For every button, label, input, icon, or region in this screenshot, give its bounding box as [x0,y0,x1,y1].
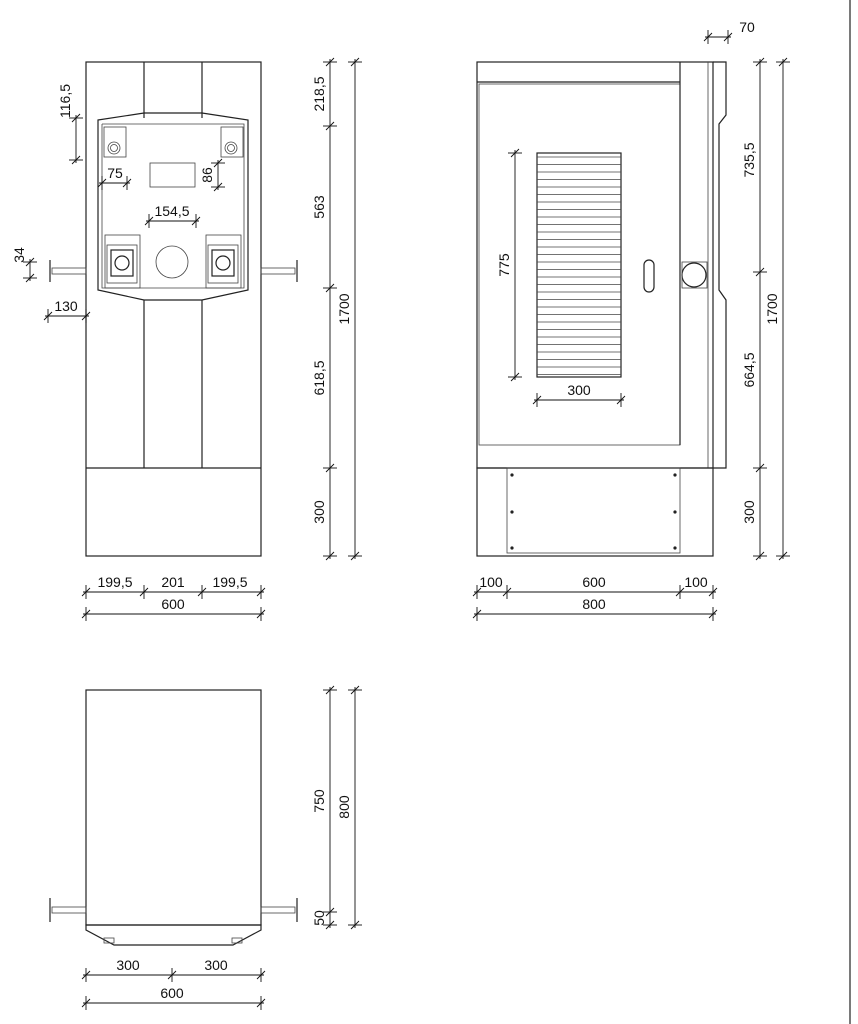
dimension-label: 1700 [336,293,352,324]
dimension-label: 563 [311,195,327,219]
front-view [49,61,298,557]
dimension-label: 300 [741,500,757,524]
dimension-label: 750 [311,789,327,813]
ventilation-grille [536,152,622,378]
dimension-label: 130 [54,298,78,314]
dimension-label: 300 [204,957,228,973]
indicator-light-icon [107,141,121,155]
cable-holder-right [260,267,296,275]
dimension-label: 300 [116,957,140,973]
dimension-label: 800 [336,795,352,819]
dimension-label: 70 [739,19,755,35]
door-handle [643,259,655,293]
dimension-label: 154,5 [154,203,189,219]
dimension-label: 86 [199,167,215,183]
indicator-light-icon [224,141,238,155]
dimension-label: 664,5 [741,352,757,387]
dimension-label: 199,5 [212,574,247,590]
top-view [49,689,298,946]
dimension-label: 600 [582,574,606,590]
dimension-label: 100 [479,574,503,590]
charging-socket-icon [211,249,235,277]
side-view [476,61,727,557]
dimension-label: 300 [567,382,591,398]
dimension-label: 775 [496,253,512,277]
dimension-label: 218,5 [311,76,327,111]
dimension-label: 50 [311,910,327,926]
dimension-label: 300 [311,500,327,524]
emergency-button-icon [155,245,189,279]
dimension-label: 1700 [764,293,780,324]
top-panel-profile [85,924,262,946]
top-cabinet-outline [85,689,262,926]
dimensions: 218,5 563 618,5 300 1700 199,5 201 199,5 600 116,… [11,19,790,1010]
dimension-label: 800 [582,596,606,612]
dimension-label: 618,5 [311,360,327,395]
dimension-label: 75 [107,165,123,181]
cable-holder-left [51,267,87,275]
display-screen [149,162,196,188]
control-panel [97,112,249,301]
dimension-label: 735,5 [741,142,757,177]
dimension-label: 116,5 [57,84,73,118]
dimension-label: 600 [160,985,184,1001]
dimension-label: 100 [684,574,708,590]
dimension-label: 199,5 [97,574,132,590]
charging-socket-icon [110,249,134,277]
dimension-label: 600 [161,596,185,612]
front-cabinet-outline [85,61,262,557]
dimension-label: 34 [11,247,27,263]
dimension-label: 201 [161,574,185,590]
side-cabinet-outline [476,61,714,469]
cable-gland-icon [681,262,707,288]
